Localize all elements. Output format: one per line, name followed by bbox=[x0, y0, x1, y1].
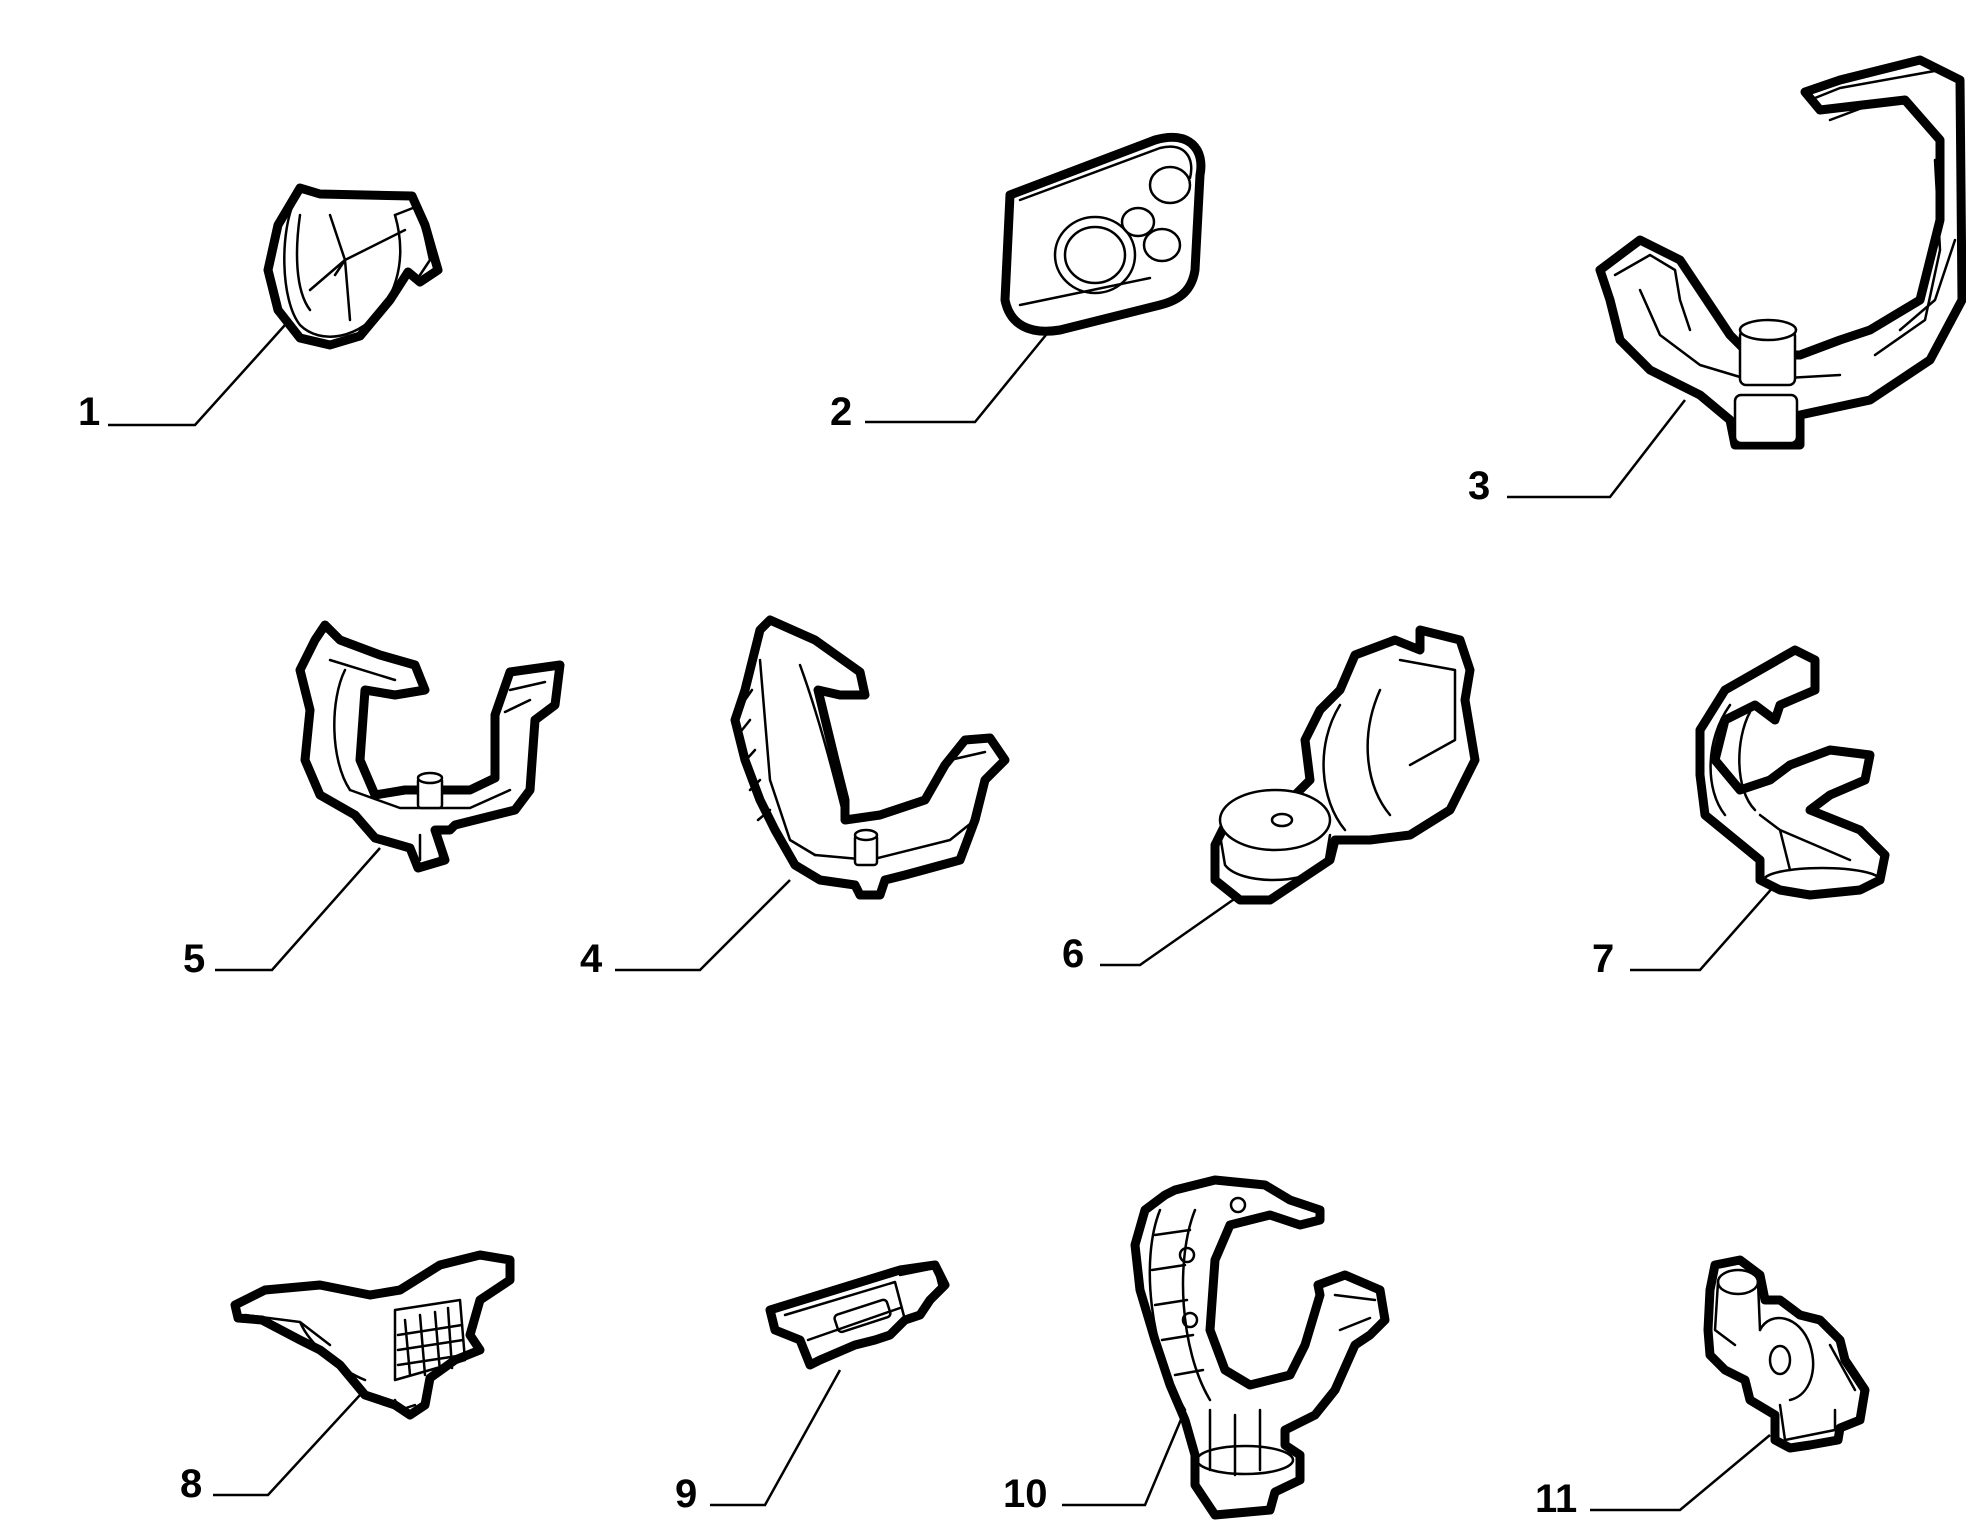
callout-8: 8 bbox=[180, 1394, 361, 1506]
part-4-ribbed-clip bbox=[730, 615, 1010, 900]
part-3-bracket bbox=[1595, 55, 1966, 450]
part-6-clip-base bbox=[1210, 625, 1480, 905]
callout-label-7: 7 bbox=[1592, 937, 1614, 981]
part-10-large-clip bbox=[1130, 1175, 1390, 1520]
callout-3: 3 bbox=[1468, 399, 1686, 508]
callout-7: 7 bbox=[1592, 884, 1776, 981]
callout-11: 11 bbox=[1535, 1434, 1771, 1521]
part-7-spring-clip bbox=[1695, 645, 1890, 900]
callout-label-4: 4 bbox=[580, 937, 603, 981]
callout-label-9: 9 bbox=[675, 1472, 697, 1516]
callout-label-8: 8 bbox=[180, 1462, 202, 1506]
callout-label-2: 2 bbox=[830, 390, 852, 434]
callout-label-11: 11 bbox=[1535, 1477, 1577, 1521]
callout-6: 6 bbox=[1062, 893, 1241, 976]
callout-4: 4 bbox=[580, 879, 791, 981]
callout-label-5: 5 bbox=[183, 937, 205, 981]
callout-5: 5 bbox=[183, 847, 381, 981]
callout-9: 9 bbox=[675, 1369, 842, 1516]
callout-10: 10 bbox=[1003, 1409, 1187, 1516]
callout-1: 1 bbox=[78, 324, 286, 434]
callout-label-10: 10 bbox=[1003, 1472, 1048, 1516]
part-8-tie-mount bbox=[230, 1250, 515, 1420]
callout-2: 2 bbox=[830, 329, 1051, 434]
part-1-clip bbox=[263, 183, 443, 350]
part-5-u-clip bbox=[295, 620, 565, 873]
callout-label-1: 1 bbox=[78, 390, 100, 434]
part-11-compact-clip bbox=[1703, 1255, 1870, 1453]
callout-label-6: 6 bbox=[1062, 932, 1084, 976]
callout-label-3: 3 bbox=[1468, 464, 1490, 508]
part-2-grommet bbox=[1000, 132, 1206, 336]
part-9-push-clip bbox=[765, 1260, 950, 1370]
